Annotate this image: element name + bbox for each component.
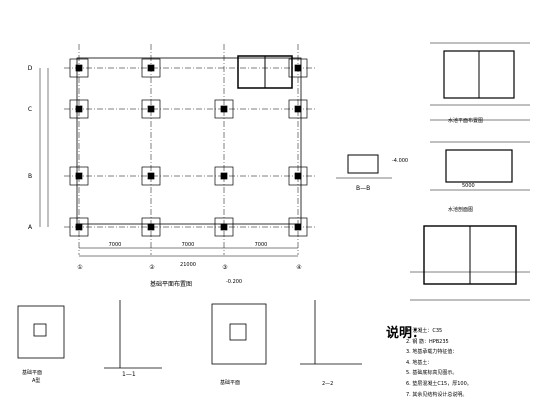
axis-3: ③ [222,264,227,271]
detail-2-title: 1—1 [122,371,136,378]
column [75,64,83,72]
column [220,105,228,113]
note-item: 7. 其余见结构设计总说明。 [406,391,468,398]
column [147,64,155,72]
plan-outline [76,57,302,225]
footing [288,58,308,78]
footing [141,99,161,119]
column [294,64,302,72]
column [147,172,155,180]
section-bb-title: B—B [356,185,370,192]
detail-3-title: 基础平面 [220,379,240,386]
plan-dim-3: 7000 [255,242,268,248]
tank-plan-title: 水池平面布置图 [448,117,483,124]
plan-dim-2: 7000 [182,242,195,248]
axis-d: D [28,65,33,72]
note-item: 2. 钢 筋：HPB235 [406,338,449,345]
column [147,223,155,231]
footing [214,166,234,186]
footing [69,217,89,237]
axis-b: B [28,173,32,180]
notes-list: 1. 混凝土：C35 2. 钢 筋：HPB235 3. 地基承载力特征值： 4. 地基… [406,326,472,400]
footing [69,166,89,186]
column [294,105,302,113]
tank-section-title: 水池剖面图 [448,206,473,213]
column [75,223,83,231]
axis-4: ④ [296,264,301,271]
section-bb-level: -4.000 [392,158,408,164]
detail-1-title: 基础平面 [22,369,42,376]
footing [288,217,308,237]
detail-1-sub: A型 [32,377,40,384]
note-item: 4. 地基土： [406,359,433,366]
footing [69,58,89,78]
plan-level: -0.200 [226,279,242,285]
footing [141,217,161,237]
footings-group [69,58,308,237]
column [220,223,228,231]
footing [288,166,308,186]
note-item: 6. 垫层混凝土C15，厚100。 [406,380,472,387]
column [294,172,302,180]
footing [214,217,234,237]
tank-section-dim: 5000 [462,183,475,189]
note-item: 1. 混凝土：C35 [406,328,443,334]
column [294,223,302,231]
note-item: 5. 基础底标高见图示。 [406,370,458,377]
column [75,105,83,113]
note-item: 3. 地基承载力特征值： [406,349,458,356]
footing [141,166,161,186]
column [75,172,83,180]
notes-title: 说明： [386,326,426,341]
column [147,105,155,113]
footing [214,99,234,119]
footing [69,99,89,119]
column [220,172,228,180]
axis-c: C [28,106,32,113]
plan-title: 基础平面布置图 [150,280,192,288]
axis-1: ① [77,264,82,271]
plan-dim-1: 7000 [109,242,122,248]
plan-dim-total: 21000 [180,262,196,268]
axis-2: ② [149,264,155,271]
footing [288,99,308,119]
footing [141,58,161,78]
axis-a: A [28,224,33,231]
detail-4-title: 2—2 [322,381,333,387]
